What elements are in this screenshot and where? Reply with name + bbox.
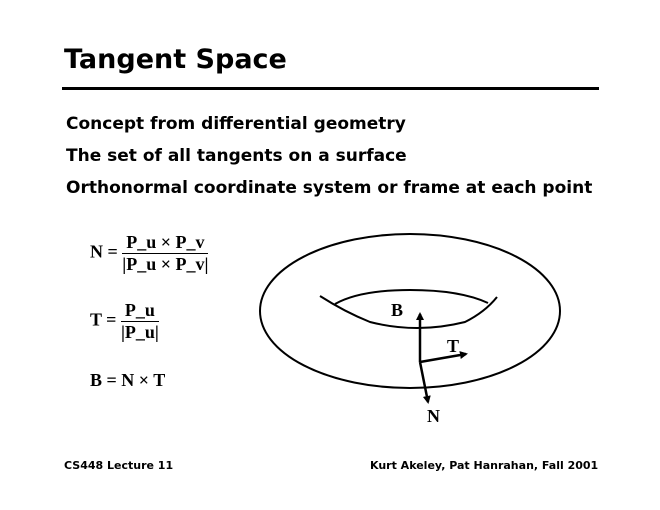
slide-title: Tangent Space <box>64 44 287 75</box>
equation-n-numerator: P_u × P_v <box>122 232 209 254</box>
title-divider <box>62 87 599 90</box>
torus-hole-lower <box>319 295 498 329</box>
torus-hole-upper <box>334 288 489 305</box>
torus-outline <box>259 233 561 389</box>
label-t: T <box>447 336 459 356</box>
binormal-equation: B = N × T <box>90 370 166 390</box>
equation-t-numerator: P_u <box>120 300 159 322</box>
equation-n-denominator: |P_u × P_v| <box>122 254 209 274</box>
tangent-equation: T = P_u |P_u| <box>90 300 159 343</box>
t-vector-arrow <box>419 351 468 364</box>
n-vector-arrow <box>418 361 431 404</box>
bullet-3: Orthonormal coordinate system or frame a… <box>66 178 593 198</box>
label-b: B <box>391 300 403 320</box>
normal-equation: N = P_u × P_v |P_u × P_v| <box>90 232 209 275</box>
bullet-1: Concept from differential geometry <box>66 114 406 134</box>
equation-t-lhs: T = <box>90 309 117 330</box>
equation-n-fraction: P_u × P_v |P_u × P_v| <box>122 232 209 275</box>
footer-lecture: CS448 Lecture 11 <box>64 459 174 472</box>
equation-t-fraction: P_u |P_u| <box>120 300 159 343</box>
equation-n-lhs: N = <box>90 241 118 262</box>
footer-authors: Kurt Akeley, Pat Hanrahan, Fall 2001 <box>370 459 599 472</box>
bullet-2: The set of all tangents on a surface <box>66 146 407 166</box>
label-n: N <box>427 406 440 426</box>
equation-t-denominator: |P_u| <box>120 322 159 342</box>
